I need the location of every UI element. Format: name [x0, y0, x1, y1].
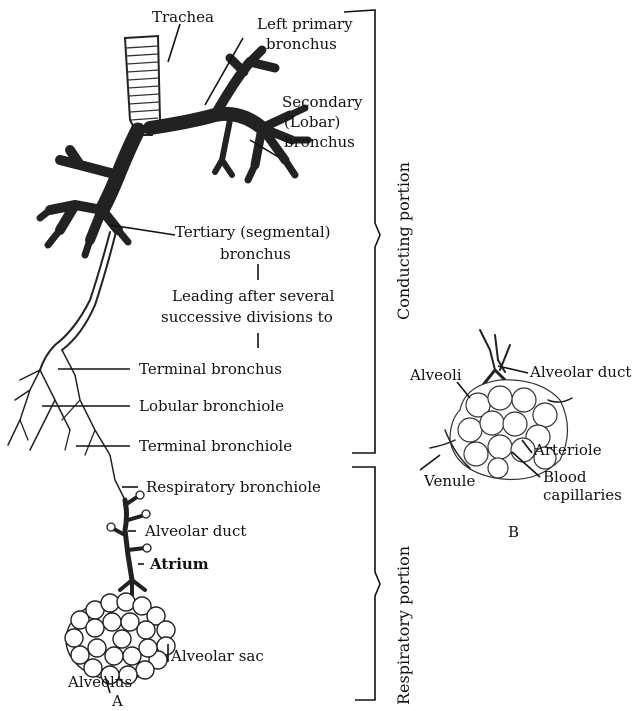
conducting-stem-drawing: [8, 232, 125, 500]
panel-b-letter: B: [508, 523, 519, 541]
label-alveolar-sac: Alveolar sac: [170, 647, 264, 665]
label-secondary-bronchus-line2: (Lobar): [284, 113, 340, 131]
label-trachea: Trachea: [152, 8, 214, 26]
label-respiratory-bronchiole: Respiratory bronchiole: [146, 478, 321, 496]
label-secondary-bronchus-line1: Secondary: [282, 93, 363, 111]
label-arteriole: Arteriole: [533, 441, 602, 459]
label-venule: Venule: [423, 472, 475, 490]
respiratory-portion-label: Respiratory portion: [394, 546, 413, 705]
conducting-portion-label: Conducting portion: [394, 162, 413, 320]
respiratory-tree-drawing: [107, 491, 151, 600]
label-terminal-bronchiole: Terminal bronchiole: [139, 437, 292, 455]
label-leading-line2: successive divisions to: [161, 308, 333, 326]
label-left-primary-bronchus-line1: Left primary: [257, 15, 353, 33]
label-blood-capillaries-line1: Blood: [543, 468, 587, 486]
right-primary-bronchus-drawing: [40, 130, 138, 255]
label-alveolar-duct-a: Alveolar duct: [144, 522, 246, 540]
label-alveolar-duct-b: Alveolar duct: [529, 363, 631, 381]
label-atrium: Atrium: [149, 555, 209, 573]
label-tertiary-bronchus-line2: bronchus: [220, 245, 291, 263]
label-alveolus: Alveolus: [67, 673, 132, 691]
label-alveoli: Alveoli: [409, 366, 462, 384]
respiratory-portion-bracket: Respiratory portion: [352, 467, 413, 705]
panel-a-letter: A: [111, 692, 123, 710]
label-leading-line1: Leading after several: [172, 287, 335, 305]
label-terminal-bronchus: Terminal bronchus: [139, 360, 282, 378]
label-lobular-bronchiole: Lobular bronchiole: [139, 397, 284, 415]
label-tertiary-bronchus-line1: Tertiary (segmental): [175, 223, 330, 241]
label-left-primary-bronchus-line2: bronchus: [266, 35, 337, 53]
alveolar-sac-cluster: [65, 593, 175, 684]
conducting-portion-bracket: Conducting portion: [344, 10, 413, 453]
label-blood-capillaries-line2: capillaries: [543, 486, 622, 504]
label-secondary-bronchus-line3: bronchus: [284, 133, 355, 151]
trachea-drawing: [125, 36, 160, 135]
